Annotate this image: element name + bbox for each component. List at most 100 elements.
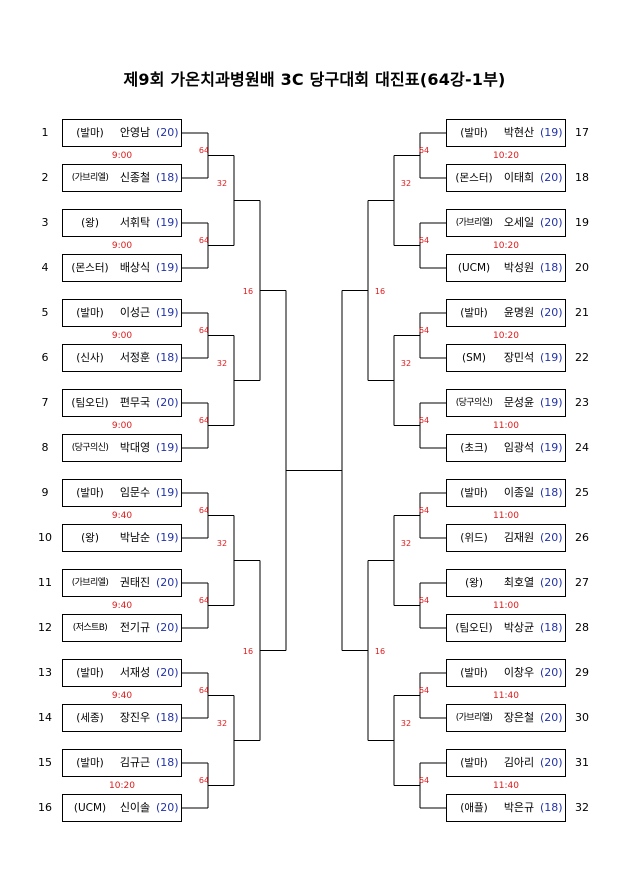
player-box: (발마)김규근(18) [62,749,182,777]
player-club: (발마) [460,127,488,139]
player-number: 7 [41,396,49,409]
player-name: 안영남 [119,126,151,139]
round-label: 32 [216,718,228,728]
round-label: 32 [400,718,412,728]
player-name: 서휘탁 [119,216,151,229]
player-box: (팀오딘)편무국(20) [62,389,182,417]
player-handicap: (18) [156,711,179,724]
player-box: (신사)서정훈(18) [62,344,182,372]
player-number: 2 [41,171,49,184]
player-name: 서재성 [119,666,151,679]
player-handicap: (19) [156,261,179,274]
player-name: 김아리 [503,756,535,769]
player-number: 21 [575,306,589,319]
player-handicap: (19) [540,351,563,364]
player-handicap: (19) [156,216,179,229]
round-label: 32 [400,178,412,188]
player-handicap: (19) [156,306,179,319]
player-handicap: (18) [156,756,179,769]
player-handicap: (20) [156,126,179,139]
player-club: (발마) [76,487,104,499]
player-club: (발마) [76,757,104,769]
player-name: 권태진 [119,576,151,589]
player-handicap: (18) [156,171,179,184]
player-name: 신이솔 [119,801,151,814]
player-box: (세종)장진우(18) [62,704,182,732]
player-club: (팀오딘) [71,397,109,409]
player-handicap: (18) [540,261,563,274]
player-name: 장민석 [503,351,535,364]
round-label: 64 [198,325,210,335]
match-time: 11:40 [493,690,519,701]
player-number: 16 [38,801,52,814]
player-club: (가브리엘) [455,218,493,228]
player-number: 18 [575,171,589,184]
player-name: 박은규 [503,801,535,814]
player-box: (왕)최호열(20) [446,569,566,597]
player-box: (발마)이창우(20) [446,659,566,687]
round-label: 64 [198,685,210,695]
player-box: (초크)임광석(19) [446,434,566,462]
player-club: (발마) [460,307,488,319]
player-box: (몬스터)이태희(20) [446,164,566,192]
player-name: 오세일 [503,216,535,229]
player-club: (발마) [460,667,488,679]
round-label: 32 [400,538,412,548]
player-handicap: (20) [540,306,563,319]
round-label: 64 [418,775,430,785]
player-number: 14 [38,711,52,724]
player-number: 30 [575,711,589,724]
player-club: (가브리엘) [455,713,493,723]
player-box: (당구의신)문성윤(19) [446,389,566,417]
player-box: (발마) 안영남 (20) [62,119,182,147]
player-box: (당구의신)박대영(19) [62,434,182,462]
player-number: 32 [575,801,589,814]
player-handicap: (20) [156,666,179,679]
player-number: 27 [575,576,589,589]
round-label: 64 [198,235,210,245]
player-name: 장진우 [119,711,151,724]
player-club: (왕) [81,532,99,544]
player-club: (위드) [460,532,488,544]
player-name: 문성윤 [503,396,535,409]
player-number: 23 [575,396,589,409]
round-label: 16 [242,286,254,296]
player-number: 4 [41,261,49,274]
player-box: (UCM)신이솔(20) [62,794,182,822]
match-time: 9:40 [111,600,133,611]
player-number: 31 [575,756,589,769]
round-label: 32 [216,538,228,548]
player-club: (SM) [462,352,486,364]
player-club: (몬스터) [455,172,493,184]
player-number: 19 [575,216,589,229]
player-box: (발마)서재성(20) [62,659,182,687]
round-label: 16 [242,646,254,656]
round-label: 64 [418,145,430,155]
player-box: (발마)이성근(19) [62,299,182,327]
player-name: 편무국 [119,396,151,409]
player-box: (팀오딘)박상균(18) [446,614,566,642]
round-label: 64 [198,595,210,605]
match-time: 9:00 [111,240,133,251]
player-number: 11 [38,576,52,589]
match-time: 9:40 [111,690,133,701]
player-box: (왕)박남순(19) [62,524,182,552]
player-handicap: (18) [540,621,563,634]
player-number: 8 [41,441,49,454]
match-time: 10:20 [493,150,519,161]
player-box: (저스트B)전기규(20) [62,614,182,642]
round-label: 64 [198,415,210,425]
player-handicap: (20) [540,756,563,769]
player-name: 신종철 [119,171,151,184]
match-time: 11:40 [493,780,519,791]
player-handicap: (18) [156,351,179,364]
player-box: (가브리엘)권태진(20) [62,569,182,597]
player-club: (발마) [76,127,104,139]
player-number: 3 [41,216,49,229]
player-handicap: (18) [540,801,563,814]
player-name: 최호열 [503,576,535,589]
player-handicap: (20) [156,621,179,634]
player-box: (발마)윤명원(20) [446,299,566,327]
player-name: 서정훈 [119,351,151,364]
player-handicap: (19) [156,441,179,454]
